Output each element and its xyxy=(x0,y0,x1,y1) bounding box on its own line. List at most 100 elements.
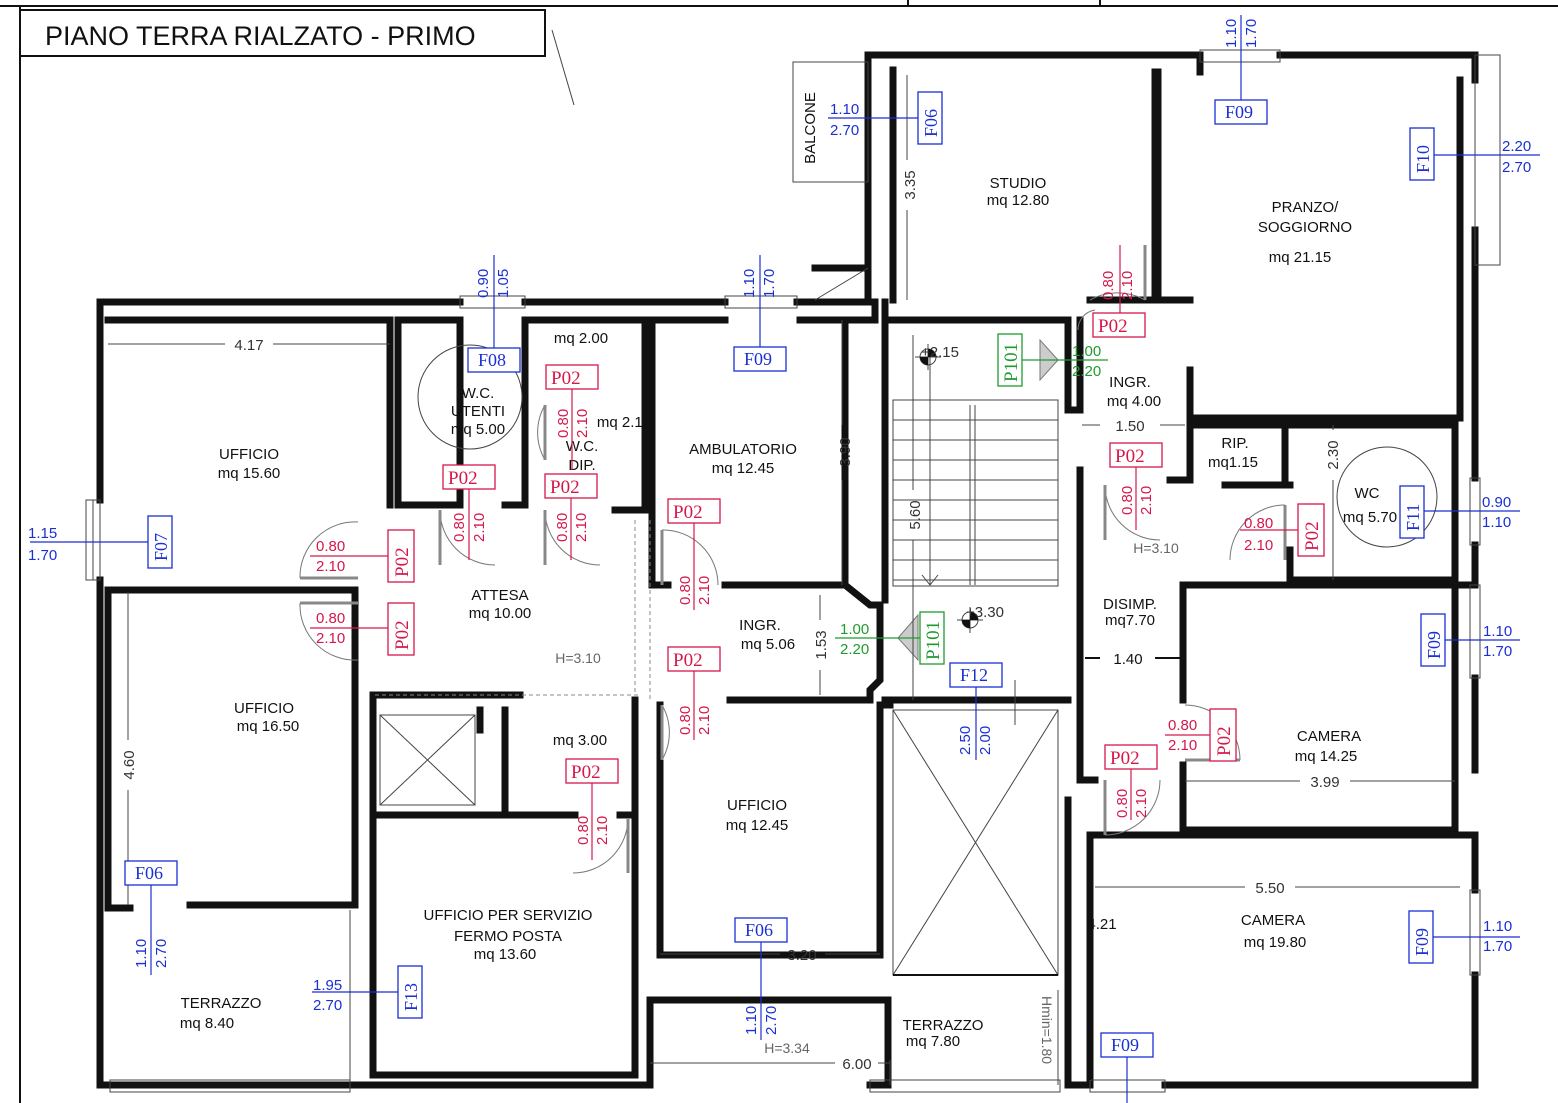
room-area-pranzo: mq 21.15 xyxy=(1269,249,1332,266)
room-name-terrazzo-1: TERRAZZO xyxy=(181,995,262,1012)
height-note: H=3.10 xyxy=(1133,540,1179,556)
dim-4-60: 4.60 xyxy=(121,750,138,779)
svg-text:P02: P02 xyxy=(448,468,478,489)
height-note: H=3.10 xyxy=(555,650,601,666)
door-tag-p101: P101 1.00 2.20 xyxy=(835,611,945,665)
door-tag-p02: P02 0.80 2.10 xyxy=(310,602,415,656)
wc-utenti-turning-circle xyxy=(417,344,523,450)
room-area-ufficio-posta: mq 13.60 xyxy=(474,946,537,963)
door-tag-p101: P101 1.00 2.20 xyxy=(997,333,1108,387)
door-tag-p02: P02 0.80 2.10 xyxy=(1165,708,1237,762)
svg-text:1.70: 1.70 xyxy=(1483,643,1512,660)
svg-text:F06: F06 xyxy=(135,863,163,883)
svg-text:0.80: 0.80 xyxy=(677,706,694,735)
room-area-rip: mq1.15 xyxy=(1208,454,1258,471)
svg-text:1.10: 1.10 xyxy=(741,269,758,298)
room-area-terrazzo-1: mq 8.40 xyxy=(180,1015,234,1032)
svg-text:1.05: 1.05 xyxy=(495,269,512,298)
dim-3-20: 3.20 xyxy=(787,947,816,964)
room-area-wc-dip: mq 2.10 xyxy=(597,414,651,431)
svg-text:0.90: 0.90 xyxy=(1482,494,1511,511)
room-area-ufficio-3: mq 12.45 xyxy=(726,817,789,834)
svg-text:1.70: 1.70 xyxy=(1483,938,1512,955)
level-marker-upper: +2.15 xyxy=(915,344,959,370)
room-area-mq300: mq 3.00 xyxy=(553,732,607,749)
door-tag-p02: P02 0.80 2.10 xyxy=(310,529,415,583)
dim-1-40: 1.40 xyxy=(1113,651,1142,668)
room-area-camera-1: mq 14.25 xyxy=(1295,748,1358,765)
plan-title: PIANO TERRA RIALZATO - PRIMO xyxy=(45,21,476,51)
svg-text:1.70: 1.70 xyxy=(761,269,778,298)
svg-text:F09: F09 xyxy=(744,349,772,369)
room-name-wc-utenti: W.C. xyxy=(462,385,495,402)
room-area-attesa: mq 10.00 xyxy=(469,605,532,622)
dim-3-99: 3.99 xyxy=(1310,774,1339,791)
svg-text:P02: P02 xyxy=(1302,521,1323,551)
door-tag-p02: P02 0.80 2.10 xyxy=(442,464,496,560)
level-marker-lower: +3.30 xyxy=(957,604,1004,633)
svg-text:2.10: 2.10 xyxy=(1138,486,1155,515)
door-tag-p02: P02 0.80 2.10 xyxy=(1240,503,1325,557)
svg-text:2.20: 2.20 xyxy=(1502,138,1531,155)
level-label: +3.30 xyxy=(966,604,1004,621)
balcony-rail-right xyxy=(1474,54,1501,266)
svg-text:P02: P02 xyxy=(551,368,581,389)
svg-text:1.00: 1.00 xyxy=(1072,343,1101,360)
wc-turning-circle xyxy=(1336,446,1438,548)
svg-text:2.00: 2.00 xyxy=(977,726,994,755)
room-area-camera-2: mq 19.80 xyxy=(1244,934,1307,951)
dim-4-21: 4.21 xyxy=(1087,916,1116,933)
room-name-ambulatorio: AMBULATORIO xyxy=(689,441,797,458)
svg-text:1.10: 1.10 xyxy=(1223,19,1240,48)
svg-text:P02: P02 xyxy=(1214,726,1235,756)
dim-5-50: 5.50 xyxy=(1255,880,1284,897)
level-label: +2.15 xyxy=(921,344,959,361)
door-tag-p02: P02 0.80 2.10 xyxy=(1109,442,1163,530)
room-name-ufficio-2: UFFICIO xyxy=(234,700,294,717)
svg-text:F06: F06 xyxy=(745,920,773,940)
room-name-ingr-upper: INGR. xyxy=(1109,374,1151,391)
svg-text:2.10: 2.10 xyxy=(573,513,590,542)
svg-text:P02: P02 xyxy=(673,502,703,523)
room-name-fermo-posta: FERMO POSTA xyxy=(454,928,562,945)
room-name-dip: DIP. xyxy=(568,457,595,474)
window-tag-f09: F09 1.10 1.70 xyxy=(733,255,787,372)
svg-text:P02: P02 xyxy=(1098,316,1128,337)
room-area-ufficio-2: mq 16.50 xyxy=(237,718,300,735)
svg-text:P02: P02 xyxy=(392,547,413,577)
svg-text:2.10: 2.10 xyxy=(1119,271,1136,300)
window-tag-f09: F09 1.10 1.70 xyxy=(1214,15,1268,125)
svg-text:2.10: 2.10 xyxy=(316,630,345,647)
dim-2-30: 2.30 xyxy=(1325,440,1342,469)
svg-text:1.95: 1.95 xyxy=(313,977,342,994)
svg-text:F09: F09 xyxy=(1225,102,1253,122)
room-name-camera-2: CAMERA xyxy=(1241,912,1305,929)
window-tag-f09: F09 1.10 1.70 xyxy=(1420,613,1520,667)
svg-text:0.80: 0.80 xyxy=(316,610,345,627)
window-tag-f06: F06 1.10 2.70 xyxy=(828,91,943,145)
svg-text:2.50: 2.50 xyxy=(957,726,974,755)
svg-text:P101: P101 xyxy=(1001,343,1022,382)
lift-void xyxy=(379,714,476,806)
window-tag-f13: F13 1.95 2.70 xyxy=(312,965,423,1019)
balcone-outline xyxy=(792,61,869,183)
room-area-disimp: mq7.70 xyxy=(1105,612,1155,629)
room-name-studio: STUDIO xyxy=(990,175,1047,192)
dim-5-60: 5.60 xyxy=(907,500,924,529)
door-tag-p02: P02 0.80 2.10 xyxy=(1092,245,1146,338)
room-name-disimp: DISIMP. xyxy=(1103,596,1157,613)
svg-text:2.10: 2.10 xyxy=(1133,789,1150,818)
window-tag-f06: F06 1.10 2.70 xyxy=(734,917,788,1040)
svg-text:F09: F09 xyxy=(1412,928,1432,956)
room-name-soggiorno: SOGGIORNO xyxy=(1258,219,1352,236)
svg-text:2.20: 2.20 xyxy=(840,641,869,658)
svg-text:2.70: 2.70 xyxy=(1502,159,1531,176)
svg-text:P02: P02 xyxy=(673,650,703,671)
room-name-wc-dip: W.C. xyxy=(566,438,599,455)
room-area-wc-utenti: mq 5.00 xyxy=(451,421,505,438)
svg-text:1.15: 1.15 xyxy=(28,525,57,542)
svg-text:1.10: 1.10 xyxy=(830,101,859,118)
room-name-terrazzo-2: TERRAZZO xyxy=(903,1017,984,1034)
height-note: Hmin=1.80 xyxy=(1039,996,1055,1064)
room-name-balcone: BALCONE xyxy=(802,92,819,164)
